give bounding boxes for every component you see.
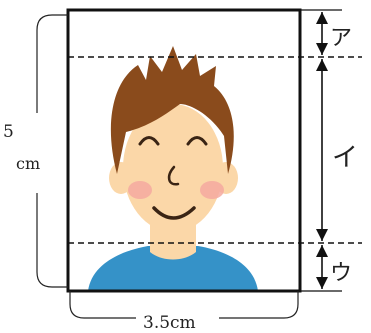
hair bbox=[110, 46, 234, 174]
right-eye bbox=[186, 136, 208, 146]
height-value-label: 5 bbox=[3, 122, 14, 142]
label-section-u: ウ bbox=[330, 261, 352, 286]
nose bbox=[167, 165, 180, 186]
left-cheek bbox=[128, 181, 152, 199]
arrow-section-i bbox=[316, 59, 328, 241]
width-label: 3.5cm bbox=[143, 313, 196, 333]
left-eye bbox=[138, 136, 160, 146]
width-brace bbox=[69, 291, 299, 319]
shirt bbox=[88, 246, 258, 291]
portrait-illustration bbox=[88, 46, 258, 291]
label-section-i: イ bbox=[332, 143, 358, 173]
height-unit-label: cm bbox=[16, 154, 40, 173]
arrow-section-a bbox=[316, 12, 328, 55]
arrow-section-u bbox=[316, 245, 328, 289]
mouth bbox=[152, 206, 196, 220]
right-cheek bbox=[200, 181, 224, 199]
height-brace bbox=[36, 14, 68, 288]
photo-frame bbox=[66, 8, 302, 293]
label-section-a: ア bbox=[330, 26, 352, 51]
